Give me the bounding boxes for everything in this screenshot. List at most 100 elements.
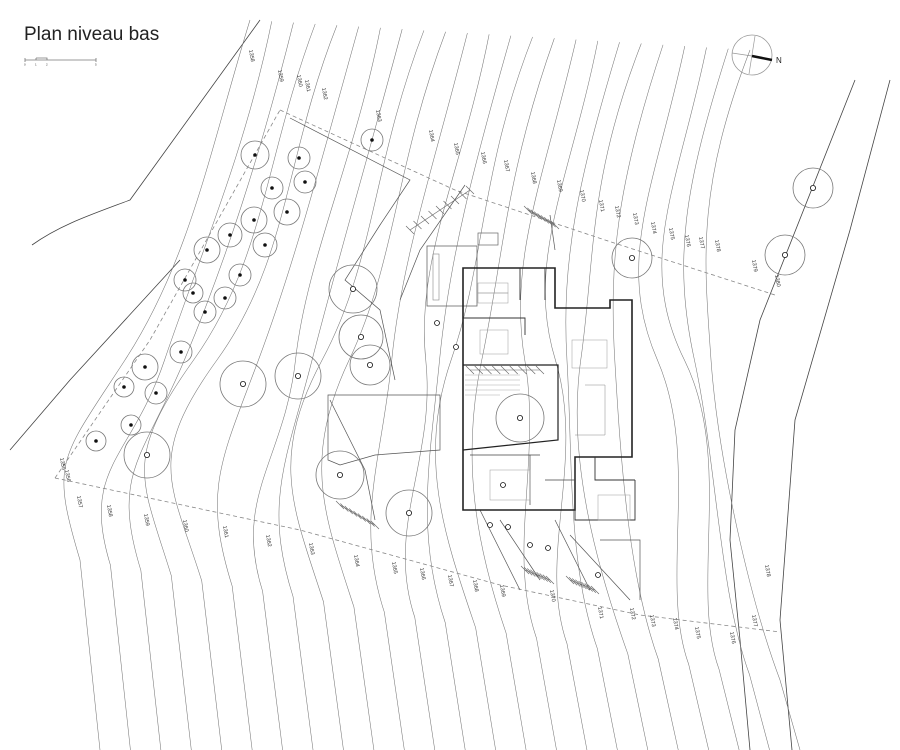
property-boundary xyxy=(54,109,781,633)
plan-title: Plan niveau bas xyxy=(24,24,160,45)
scale-tick-5: 5 xyxy=(95,63,97,67)
contour-label: 1357 xyxy=(75,495,83,508)
contour-label: 1377 xyxy=(750,614,758,627)
contour-label: 1358 xyxy=(247,49,255,62)
tree-icon xyxy=(360,128,384,152)
tree-icon xyxy=(85,430,107,452)
contour-label: 1364 xyxy=(427,129,435,142)
tree-icon xyxy=(274,352,322,400)
contour-line xyxy=(705,49,801,750)
tree-icon xyxy=(328,264,378,314)
tree-icon xyxy=(173,268,197,292)
contour-label: 1362 xyxy=(320,87,328,100)
tree-icon xyxy=(113,376,135,398)
contour-line xyxy=(661,47,740,750)
contour-line xyxy=(471,38,555,750)
contour-label: 1371 xyxy=(597,199,605,212)
stair xyxy=(405,185,475,235)
tree-icon xyxy=(260,176,284,200)
tree-icon xyxy=(252,232,278,258)
contour-label: 1359 xyxy=(142,513,150,526)
contour-label: 1370 xyxy=(578,189,586,202)
contour-label: 1361 xyxy=(303,79,311,92)
contour-line xyxy=(435,36,533,750)
contour-label: 1369 xyxy=(555,179,563,192)
tree-icon xyxy=(144,381,168,405)
contour-label: 1363 xyxy=(307,542,315,555)
contour-line xyxy=(253,27,381,750)
contour-label: 1365 xyxy=(390,561,398,574)
contour-label: 1355 xyxy=(58,457,66,470)
contour-label: 1380 xyxy=(773,274,781,287)
contour-line xyxy=(217,26,359,750)
contour-line xyxy=(101,21,273,750)
contour-label: 1360 xyxy=(181,519,189,532)
contour-label: 1373 xyxy=(631,212,639,225)
contour-label: 1358 xyxy=(105,504,113,517)
contour-label: 1366 xyxy=(418,567,426,580)
tree-icon xyxy=(273,198,301,226)
contour-label: 1371 xyxy=(596,606,604,619)
contour-line xyxy=(144,23,316,750)
building-footprint xyxy=(426,232,636,521)
tree-icon xyxy=(495,393,545,443)
contour-label: 1366 xyxy=(479,151,487,164)
exterior-stairs xyxy=(335,185,600,595)
contour-line xyxy=(370,32,468,750)
tree-marker-icon xyxy=(545,545,551,551)
tree-icon xyxy=(219,360,267,408)
contour-label: 1356 xyxy=(63,469,71,482)
contour-line xyxy=(612,44,679,750)
tree-icon xyxy=(764,234,806,276)
tree-icon xyxy=(123,431,171,479)
contour-line xyxy=(638,46,709,750)
tree-marker-icon xyxy=(434,320,440,326)
stair xyxy=(565,575,600,595)
contour-label: 1360 xyxy=(295,74,303,87)
contour-label: 1364 xyxy=(352,554,360,567)
scale-tick-1: 1 xyxy=(35,63,37,67)
contour-line xyxy=(63,19,251,750)
contour-line xyxy=(545,40,599,750)
tree-icon xyxy=(213,286,237,310)
tree-icon xyxy=(792,167,834,209)
tree-marker-icon xyxy=(505,524,511,530)
contour-label: 1362 xyxy=(264,534,272,547)
contour-line xyxy=(427,35,512,750)
contour-line xyxy=(683,48,770,750)
stair xyxy=(335,500,380,530)
north-arrow-icon: N xyxy=(731,34,782,76)
contour-label: 1378 xyxy=(713,239,721,252)
contour-label: 1375 xyxy=(693,626,701,639)
north-label: N xyxy=(776,56,782,65)
contour-label: 1368 xyxy=(471,579,479,592)
contour-label: 1370 xyxy=(548,589,556,602)
tree-icon xyxy=(240,140,270,170)
tree-marker-icon xyxy=(487,522,493,528)
scale-tick-2: 2 xyxy=(46,63,48,67)
contour-label: 1378 xyxy=(763,564,771,577)
stair xyxy=(520,565,555,585)
contour-label: 1365 xyxy=(452,142,460,155)
tree-icon xyxy=(217,222,243,248)
contour-label: 1377 xyxy=(697,236,705,249)
tree-icon xyxy=(611,237,653,279)
contour-line xyxy=(290,30,425,750)
contour-label: 1372 xyxy=(613,205,621,218)
tree-icon xyxy=(169,340,193,364)
contour-label: 1376 xyxy=(728,631,736,644)
scale-bar: 0 1 2 5 xyxy=(24,57,97,67)
contour-label: 1361 xyxy=(221,525,229,538)
contour-line xyxy=(170,25,338,750)
tree-icon xyxy=(349,344,391,386)
tree-icon xyxy=(385,489,433,537)
scale-tick-0: 0 xyxy=(24,63,26,67)
contour-label: 1367 xyxy=(446,574,454,587)
contour-label: 1374 xyxy=(649,221,657,234)
tree-icon xyxy=(338,314,384,360)
tree-icon xyxy=(240,206,268,234)
tree-marker-icon xyxy=(500,482,506,488)
tree-icon xyxy=(193,300,217,324)
